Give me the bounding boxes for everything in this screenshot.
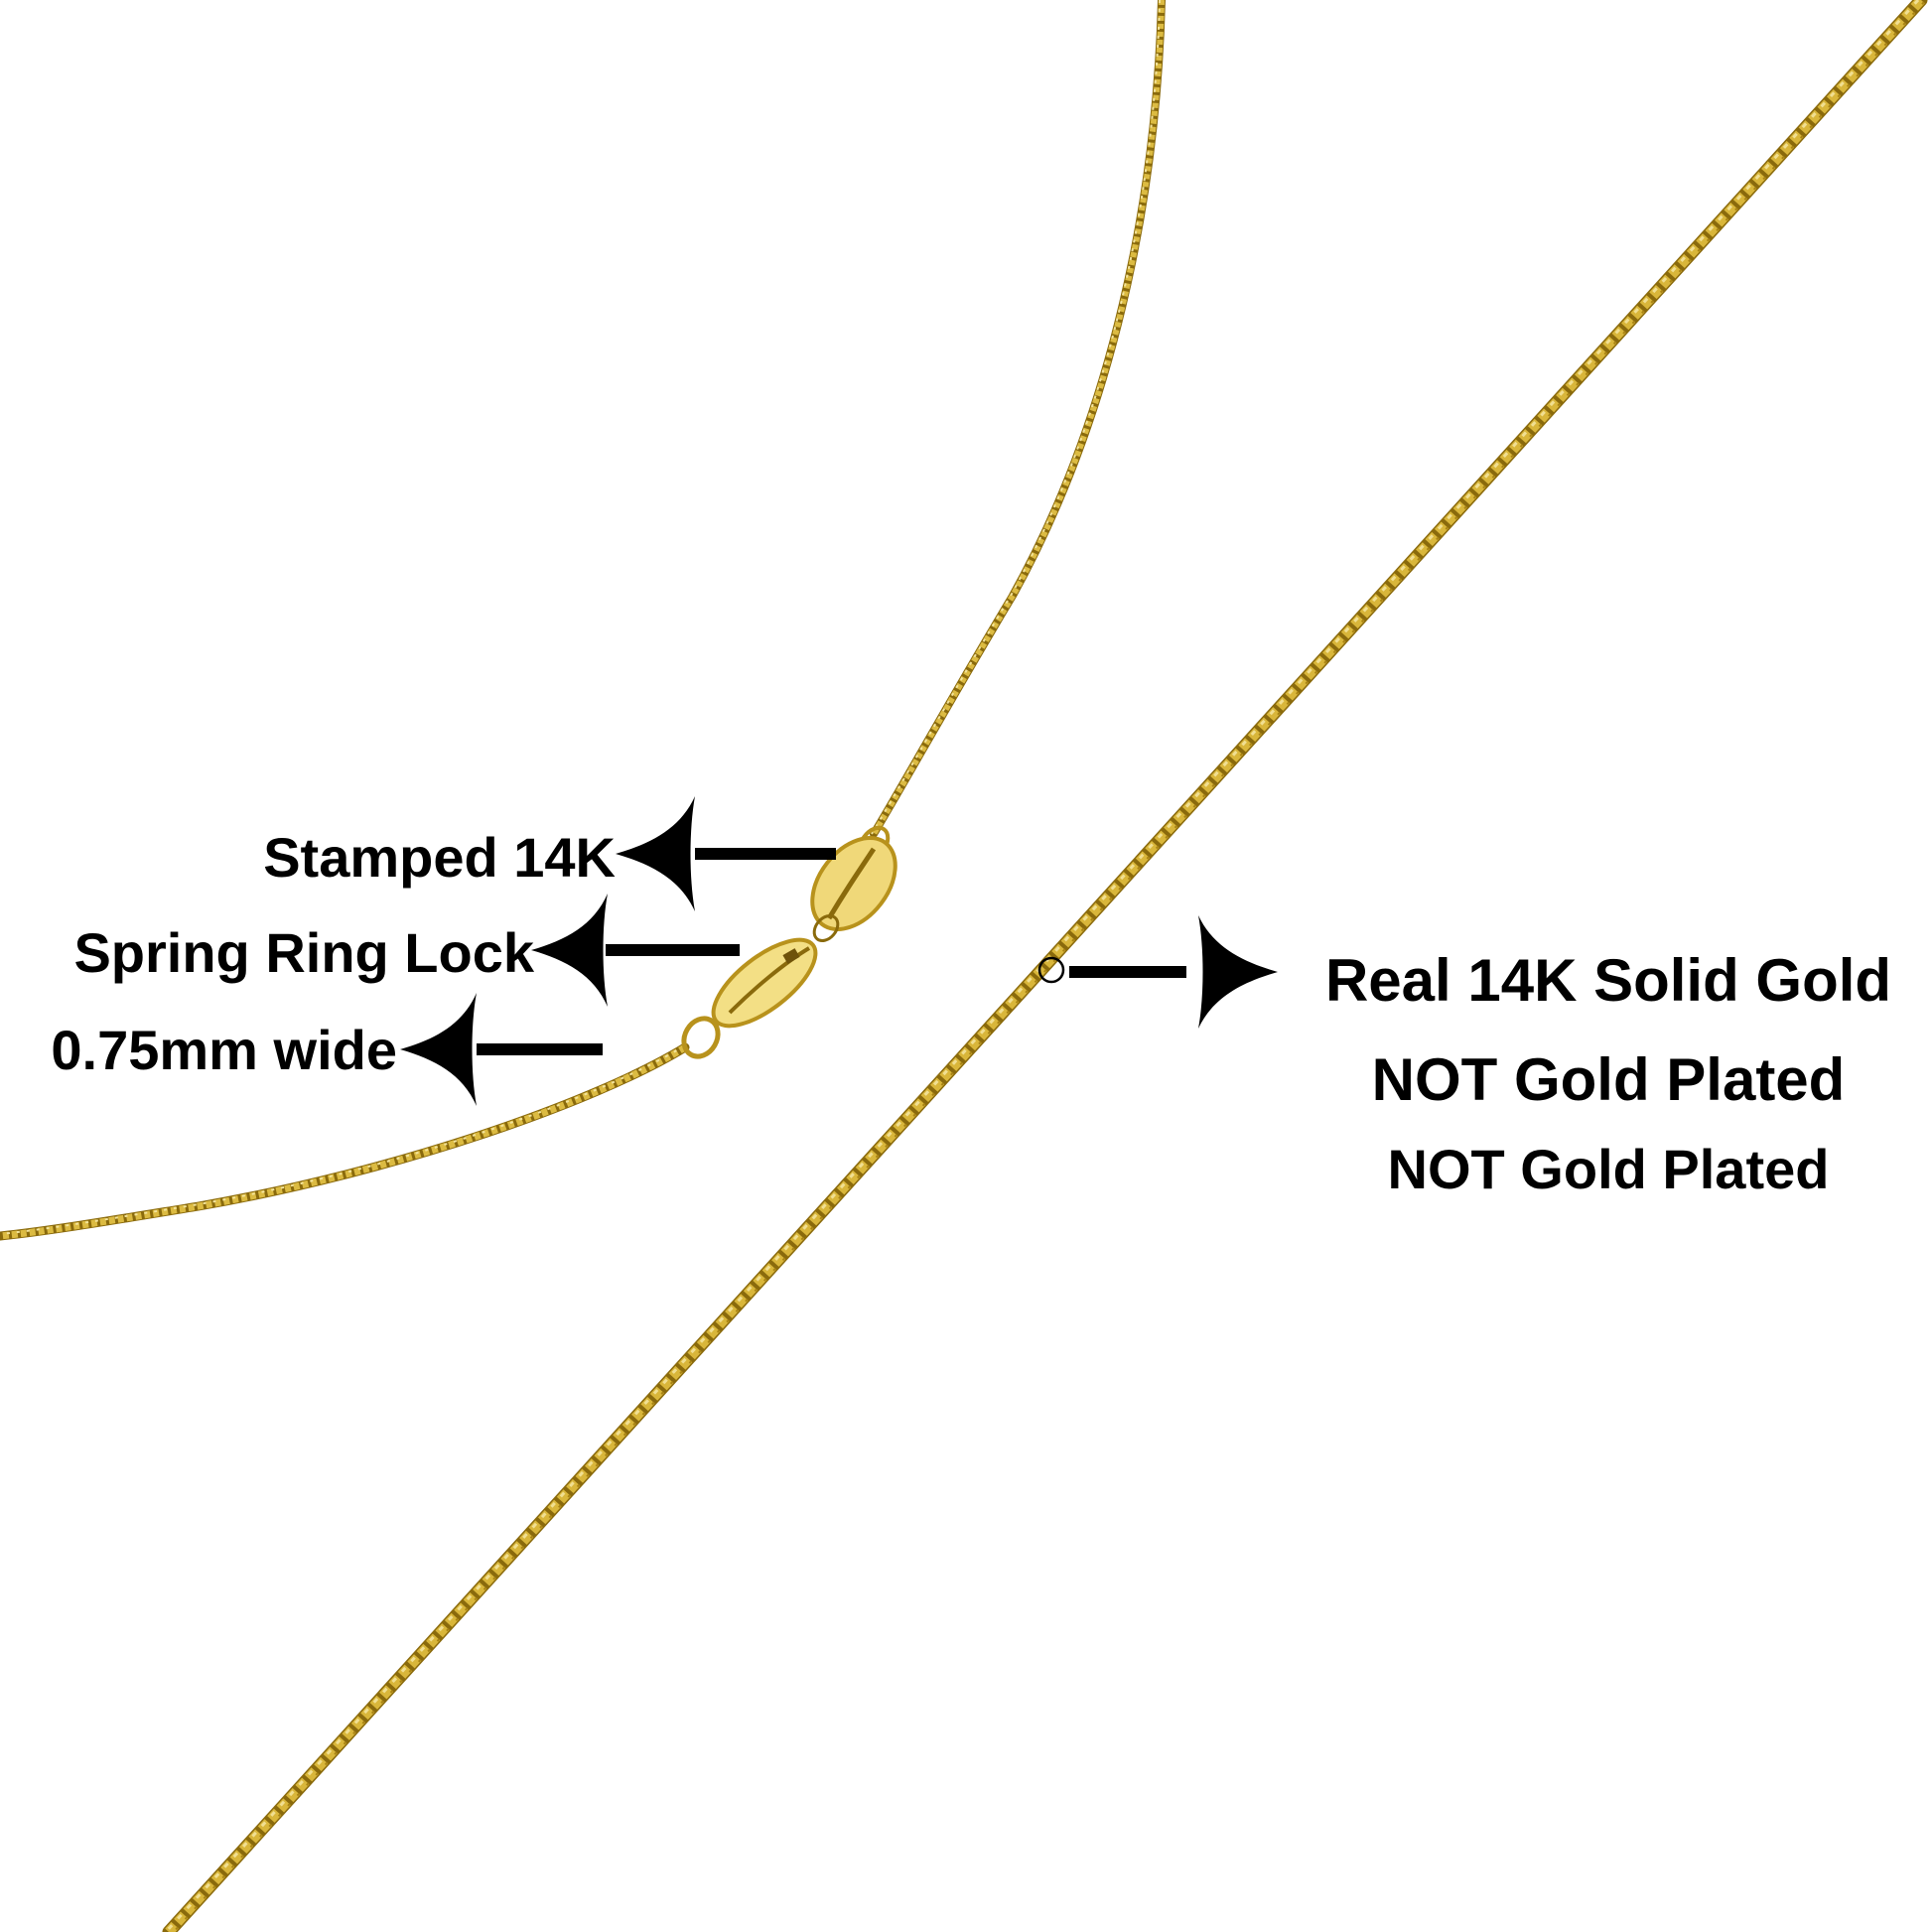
label-not-gold-plated-1: NOT Gold Plated	[1371, 1046, 1846, 1113]
arrow-left-icon	[531, 894, 740, 1007]
chain-left-strand	[870, 0, 1166, 838]
chain-bottom-strand	[0, 1042, 690, 1241]
label-width: 0.75mm wide	[51, 1019, 397, 1081]
clasp-assembly	[681, 825, 897, 1059]
label-not-gold-plated-2: NOT Gold Plated	[1387, 1138, 1830, 1200]
arrow-right-icon	[1069, 915, 1278, 1029]
label-real-14k-solid-gold: Real 14K Solid Gold	[1324, 947, 1892, 1014]
chain-diagonal-strand	[162, 0, 1928, 1932]
spring-ring-clasp-icon	[711, 913, 840, 1029]
stamped-tag-icon	[810, 835, 897, 932]
label-spring-ring-lock: Spring Ring Lock	[73, 921, 534, 984]
arrow-left-icon	[616, 796, 836, 911]
circle-marker-icon	[1037, 956, 1065, 984]
arrow-left-icon	[400, 993, 603, 1106]
label-stamped-14k: Stamped 14K	[263, 826, 616, 889]
